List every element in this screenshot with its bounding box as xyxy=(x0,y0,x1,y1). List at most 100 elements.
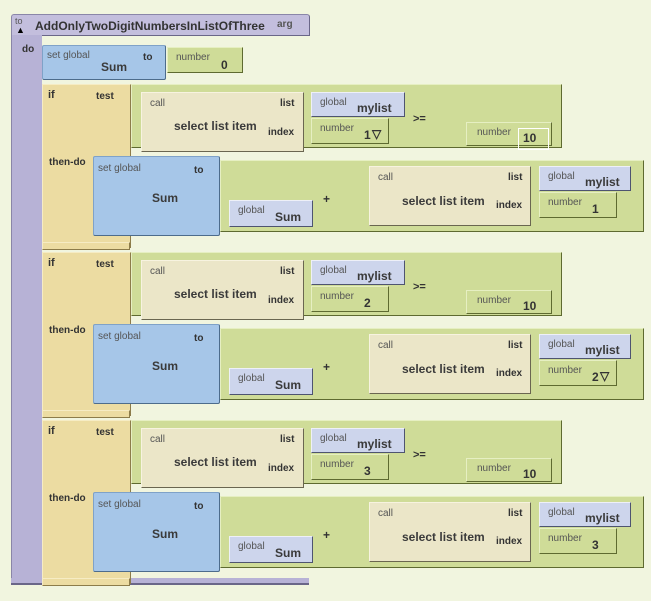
plus-operator[interactable]: + xyxy=(323,360,331,374)
number-label: number xyxy=(320,459,354,470)
call-label: call xyxy=(150,266,166,277)
number-index-block[interactable]: number 3 xyxy=(311,454,389,480)
select-list-item-call[interactable]: call select list item list index xyxy=(369,502,531,562)
variable-name[interactable]: mylist xyxy=(585,175,620,189)
number-label: number xyxy=(548,197,582,208)
var-name[interactable]: Sum xyxy=(101,60,128,74)
function-name: select list item xyxy=(174,119,257,133)
list-label: list xyxy=(508,340,523,351)
number-value[interactable]: 2 xyxy=(364,296,371,310)
index-label: index xyxy=(268,127,295,138)
then-do-label: then-do xyxy=(49,157,86,168)
test-label: test xyxy=(96,259,114,270)
procedure-name[interactable]: AddOnlyTwoDigitNumbersInListOfThree xyxy=(35,19,265,33)
global-label: global xyxy=(548,339,575,350)
procedure-block[interactable]: to ▲ AddOnlyTwoDigitNumbersInListOfThree… xyxy=(11,14,310,36)
set-global-label: set global xyxy=(47,50,90,61)
variable-name[interactable]: mylist xyxy=(357,101,392,115)
to-label: to xyxy=(194,333,204,344)
if-block-footer xyxy=(42,410,130,418)
variable-name[interactable]: Sum xyxy=(275,378,302,392)
arg-label: arg xyxy=(277,19,293,30)
number-compare-block[interactable]: number 10 xyxy=(466,290,552,314)
if-label: if xyxy=(48,257,55,269)
number-index-block[interactable]: number 2 xyxy=(311,286,389,312)
global-label: global xyxy=(238,541,265,552)
global-label: global xyxy=(548,507,575,518)
set-global-label: set global xyxy=(98,499,141,510)
number-value[interactable]: 10 xyxy=(523,299,537,313)
number-value[interactable]: 1 xyxy=(592,202,599,216)
variable-name[interactable]: Sum xyxy=(275,210,302,224)
number-value[interactable]: 10 xyxy=(523,131,537,145)
test-label: test xyxy=(96,427,114,438)
global-mylist-block[interactable]: global mylist xyxy=(539,502,631,527)
dropdown-triangle-icon[interactable]: ▽ xyxy=(372,127,382,141)
number-value[interactable]: 3 xyxy=(364,464,371,478)
number-edit-box[interactable] xyxy=(518,128,549,150)
list-label: list xyxy=(280,434,295,445)
variable-name[interactable]: mylist xyxy=(357,269,392,283)
var-name[interactable]: Sum xyxy=(152,359,179,373)
variable-name[interactable]: mylist xyxy=(585,511,620,525)
set-global-sum-init[interactable]: set global Sum to xyxy=(42,45,166,80)
number-label: number xyxy=(320,291,354,302)
number-block-init[interactable]: number 0 xyxy=(167,47,243,73)
index-label: index xyxy=(268,295,295,306)
if-label: if xyxy=(48,89,55,101)
index-label: index xyxy=(496,368,523,379)
number-value[interactable]: 2 xyxy=(592,370,599,384)
variable-name[interactable]: Sum xyxy=(275,546,302,560)
to-label: to xyxy=(143,52,153,63)
number-value[interactable]: 10 xyxy=(523,467,537,481)
set-global-label: set global xyxy=(98,331,141,342)
index-label: index xyxy=(496,536,523,547)
plus-operator[interactable]: + xyxy=(323,192,331,206)
number-value[interactable]: 0 xyxy=(221,58,228,72)
dropdown-triangle-icon[interactable]: ▽ xyxy=(600,369,610,383)
call-label: call xyxy=(378,172,394,183)
number-index-block[interactable]: number 3 xyxy=(539,528,617,554)
var-name[interactable]: Sum xyxy=(152,527,179,541)
number-value[interactable]: 3 xyxy=(592,538,599,552)
if-label: if xyxy=(48,425,55,437)
number-index-block[interactable]: number 1 xyxy=(539,192,617,218)
global-mylist-block[interactable]: global mylist xyxy=(539,334,631,359)
if-block-footer xyxy=(42,578,130,586)
list-label: list xyxy=(508,508,523,519)
variable-name[interactable]: mylist xyxy=(585,343,620,357)
number-label: number xyxy=(477,295,511,306)
triangle-up-icon[interactable]: ▲ xyxy=(16,25,25,35)
var-name[interactable]: Sum xyxy=(152,191,179,205)
variable-name[interactable]: mylist xyxy=(357,437,392,451)
number-label: number xyxy=(548,533,582,544)
compare-operator[interactable]: >= xyxy=(413,113,426,125)
call-label: call xyxy=(378,508,394,519)
function-name: select list item xyxy=(402,530,485,544)
function-name: select list item xyxy=(174,287,257,301)
number-value[interactable]: 1 xyxy=(364,128,371,142)
list-label: list xyxy=(280,98,295,109)
compare-operator[interactable]: >= xyxy=(413,281,426,293)
compare-operator[interactable]: >= xyxy=(413,449,426,461)
plus-operator[interactable]: + xyxy=(323,528,331,542)
global-sum-block[interactable]: global Sum xyxy=(229,536,313,563)
